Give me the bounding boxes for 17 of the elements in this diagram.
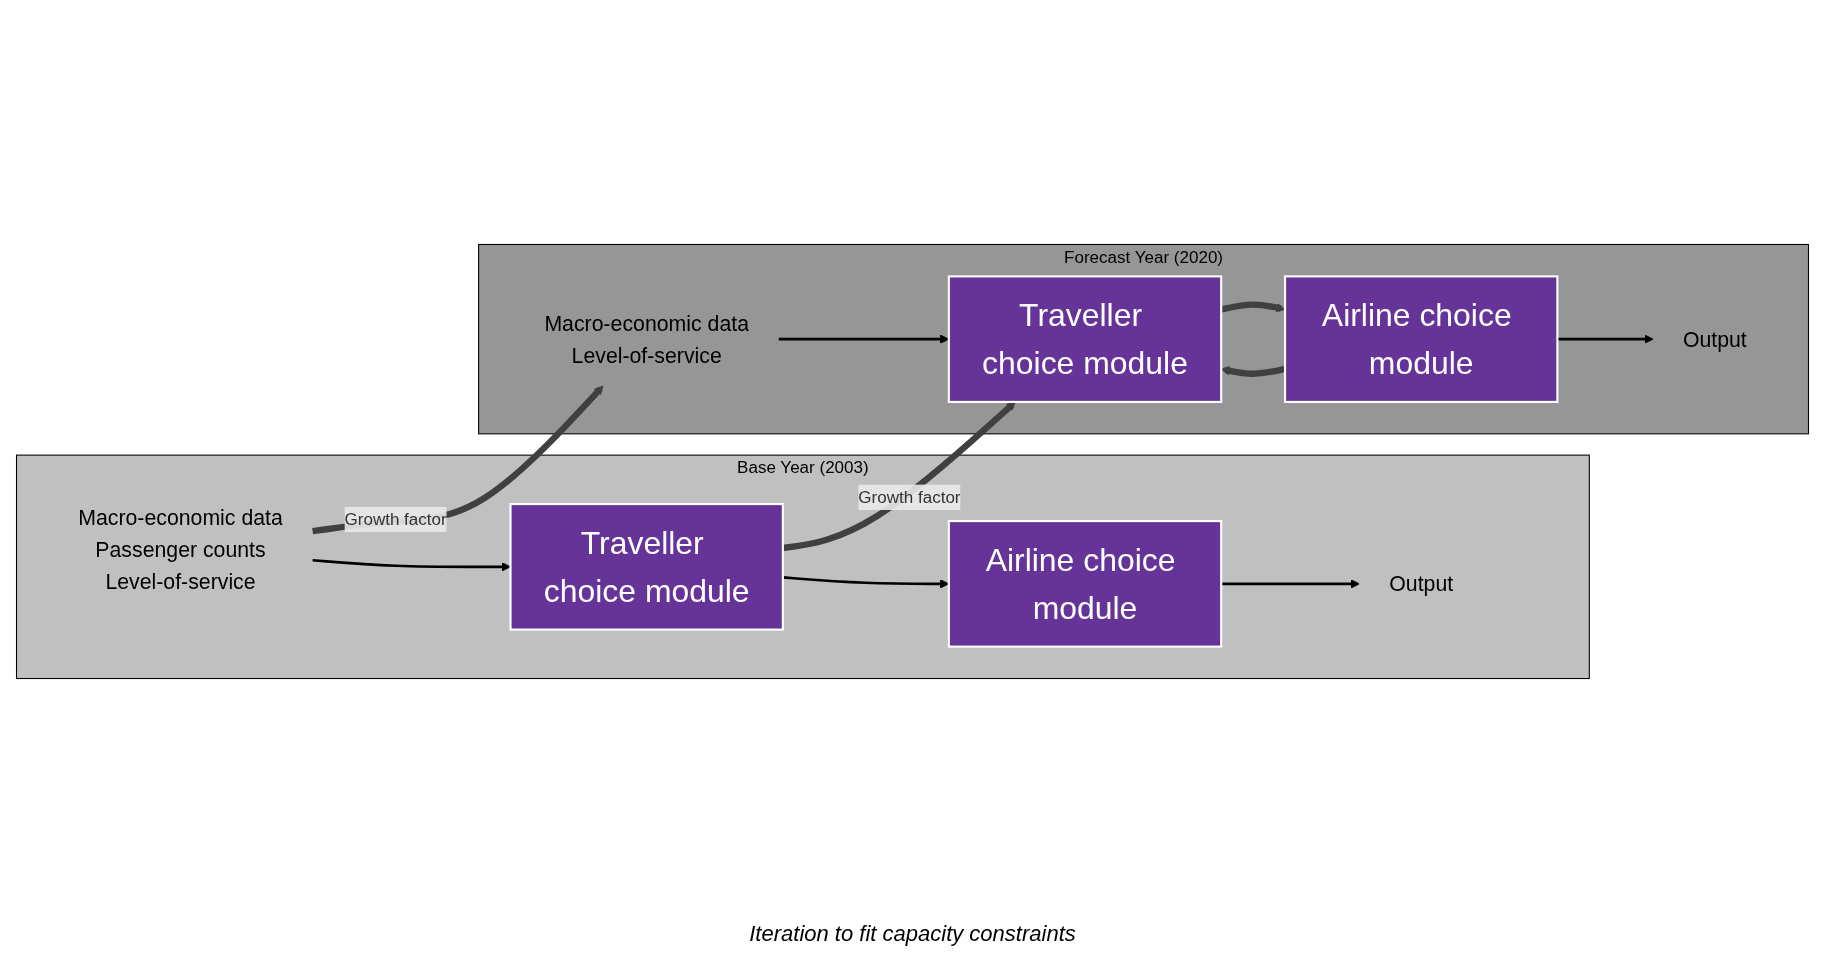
edge-label: Growth factor xyxy=(858,487,961,506)
node-text: Output xyxy=(1682,327,1747,351)
arrow xyxy=(1221,579,1360,589)
node-text: Output xyxy=(1389,572,1454,596)
node-text: Macro-economic data Level-of-service xyxy=(544,311,749,367)
arrow xyxy=(782,401,1016,552)
node-text: Macro-economic data Passenger counts Level-of-service xyxy=(78,506,283,594)
edge-label: Growth factor xyxy=(344,509,447,528)
arrow xyxy=(312,385,604,535)
node-box: Airline choice module xyxy=(1283,275,1559,403)
arrow xyxy=(312,558,511,572)
node-box: Traveller choice module xyxy=(947,275,1223,403)
node-box: Airline choice module xyxy=(947,520,1223,648)
arrow xyxy=(1220,301,1286,313)
node-box: Traveller choice module xyxy=(509,503,784,631)
note-text: Iteration to fit capacity constraints xyxy=(749,921,1076,946)
arrow xyxy=(1557,334,1654,344)
